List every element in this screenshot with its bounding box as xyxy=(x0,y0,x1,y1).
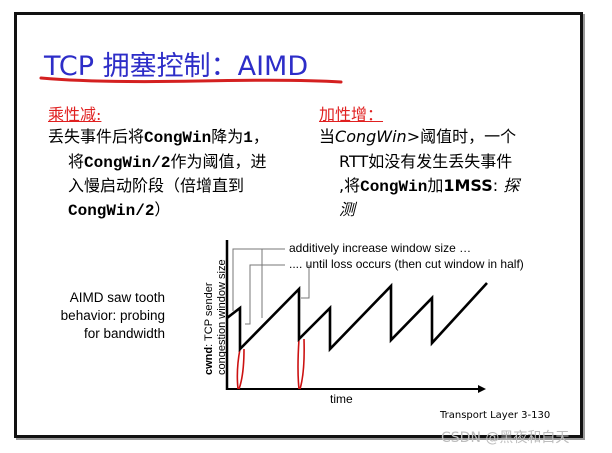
md-line-4: CongWin/2） xyxy=(68,199,170,222)
text: 入慢启动阶段（倍增直到 xyxy=(68,176,245,195)
text: 将 xyxy=(68,152,85,171)
md-line-1: 丢失事件后将CongWin降为1， xyxy=(48,126,269,149)
cwnd-sawtooth-line xyxy=(226,282,488,353)
title-underline xyxy=(39,76,343,84)
annotation-loss: .... until loss occurs (then cut window … xyxy=(289,257,524,271)
text: 作为阈值，进 xyxy=(170,152,267,171)
text: RTT xyxy=(339,152,369,171)
text: 当 xyxy=(319,127,336,146)
x-axis-arrow-icon xyxy=(478,385,486,393)
x-axis-label: time xyxy=(330,392,353,406)
text: 测 xyxy=(339,200,356,219)
mss-term: 1MSS xyxy=(443,176,493,195)
text: : xyxy=(492,176,504,195)
ai-line-1: 当CongWin>阈值时，一个 xyxy=(319,126,516,147)
number: 1 xyxy=(243,129,253,147)
text: >阈值时，一个 xyxy=(406,127,517,146)
text: ， xyxy=(252,127,269,146)
congwin-term: CongWin xyxy=(144,129,212,147)
text: ） xyxy=(154,200,171,219)
congwin-term: CongWin xyxy=(360,178,428,196)
ai-line-3: ,将CongWin加1MSS: 探 xyxy=(339,175,519,198)
text: 加 xyxy=(427,176,444,195)
figure-caption: AIMD saw tooth behavior: probing for ban… xyxy=(40,289,165,343)
multiplicative-decrease-heading: 乘性减: xyxy=(48,105,102,124)
text: 如没有发生丢失事件 xyxy=(368,152,513,171)
additive-increase-heading: 加性增： xyxy=(319,105,384,124)
ai-line-4: 测 xyxy=(339,199,355,220)
caption-line: behavior: probing xyxy=(60,308,165,323)
text: 降为 xyxy=(211,127,244,146)
text: 丢失事件后将 xyxy=(48,127,145,146)
congwin-term: CongWin/2 xyxy=(68,202,155,220)
text: 探 xyxy=(503,176,520,195)
md-line-2: 将CongWin/2作为阈值，进 xyxy=(68,151,266,174)
caption-line: for bandwidth xyxy=(83,326,165,341)
text: ,将 xyxy=(339,176,361,195)
annotation-additive-increase: additively increase window size … xyxy=(289,241,472,255)
ai-line-2: RTT如没有发生丢失事件 xyxy=(339,151,512,172)
congwin-term: CongWin/2 xyxy=(84,154,171,172)
slide-footer: Transport Layer 3-130 xyxy=(440,410,551,421)
congwin-term: CongWin xyxy=(335,127,407,146)
watermark: CSDN @黑夜和白天 xyxy=(441,430,570,446)
caption-line: AIMD saw tooth xyxy=(69,290,165,305)
md-line-3: 入慢启动阶段（倍增直到 xyxy=(68,175,244,196)
slide-title: TCP 拥塞控制：AIMD xyxy=(44,51,309,82)
